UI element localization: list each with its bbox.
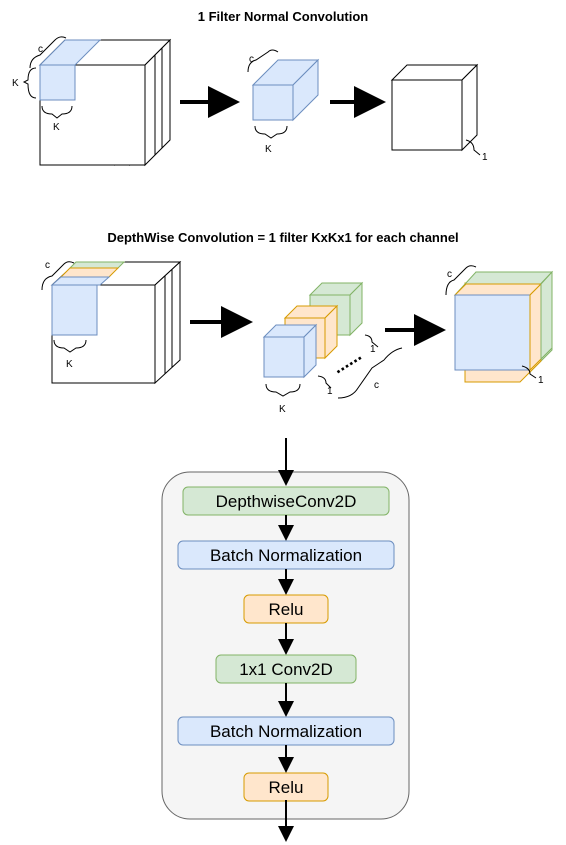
pipeline-step-label-4: 1x1 Conv2D — [239, 660, 333, 679]
c-label-input-depthwise: c — [45, 260, 50, 271]
depthwise-conv-title: DepthWise Convolution = 1 filter KxKx1 f… — [107, 230, 458, 245]
c-brace-kernel-normal — [247, 49, 279, 73]
pipeline-step-label-2: Batch Normalization — [210, 546, 362, 565]
pipeline-step-label-6: Relu — [269, 778, 304, 797]
output-stack-depthwise — [453, 270, 554, 383]
pipeline-step-label-5: Batch Normalization — [210, 722, 362, 741]
one-label-output-depthwise: 1 — [538, 375, 544, 386]
one-brace-output-depthwise — [521, 365, 537, 379]
one-brace-blue — [317, 375, 332, 389]
c-brace-input-normal — [29, 36, 67, 69]
c-label-input-normal: c — [38, 44, 43, 55]
c-label-kernel-normal: c — [249, 54, 254, 65]
one-label-green: 1 — [370, 344, 376, 355]
k-label-input-depthwise: K — [66, 359, 73, 370]
c-label-output-depthwise: c — [447, 269, 452, 280]
normal-conv-title: 1 Filter Normal Convolution — [198, 9, 369, 24]
k-label-horizontal-normal: K — [53, 122, 60, 133]
k-brace-input-depthwise — [53, 339, 87, 353]
one-label-blue: 1 — [327, 386, 333, 397]
pipeline-step-label-1: DepthwiseConv2D — [216, 492, 357, 511]
one-brace-output-normal — [465, 139, 481, 156]
c-brace-output-depthwise — [445, 265, 477, 296]
k-label-vertical-normal: K — [12, 78, 19, 89]
k-label-kernels: K — [279, 404, 286, 415]
one-label-output-normal: 1 — [482, 152, 488, 163]
input-volume-normal — [38, 38, 172, 167]
output-cube-normal — [390, 63, 479, 152]
k-label-kernel-normal: K — [265, 144, 272, 155]
c-brace-channels — [337, 347, 403, 399]
kernel-blue-depthwise — [262, 323, 318, 379]
kernel-highlight-normal — [38, 39, 102, 101]
c-label-channels: c — [374, 380, 379, 391]
c-brace-input-depthwise — [41, 261, 75, 291]
one-brace-green — [364, 334, 379, 348]
kernel-cube-normal — [251, 58, 320, 122]
k-brace-horizontal-normal — [41, 105, 73, 119]
k-brace-kernel-normal — [254, 125, 288, 139]
k-brace-kernels — [265, 383, 301, 397]
kernel-slices-depthwise — [50, 261, 126, 336]
pipeline-step-label-3: Relu — [269, 600, 304, 619]
k-brace-vertical-normal — [22, 67, 37, 99]
